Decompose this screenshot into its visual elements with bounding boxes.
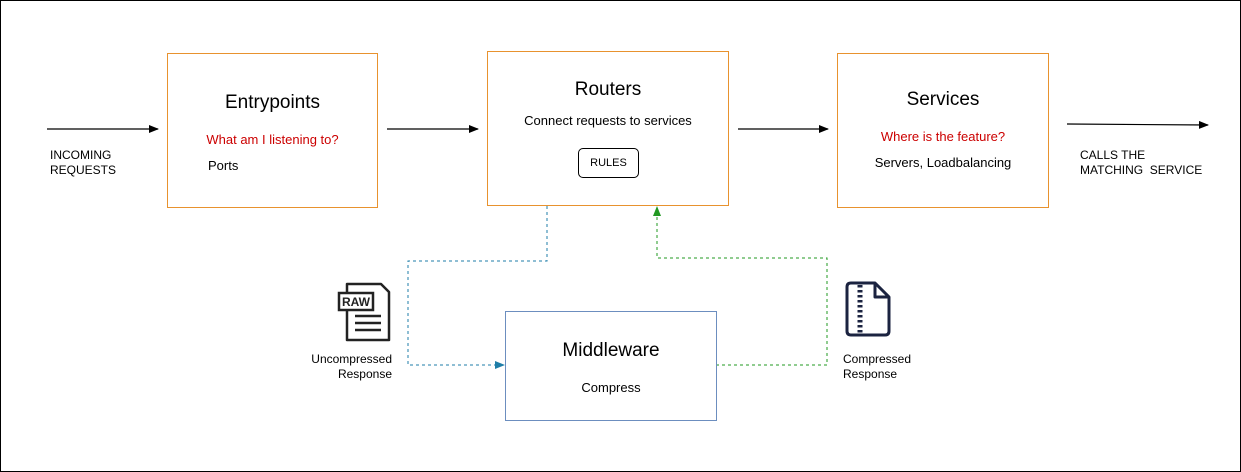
compressed-label-line2: Response — [843, 367, 898, 381]
services-detail: Servers, Loadbalancing — [874, 155, 1012, 170]
uncompressed-label-line2: Response — [337, 367, 392, 381]
routers-to-middleware-path — [407, 206, 548, 369]
calls-matching-service-label: CALLS THE MATCHING SERVICE — [1080, 148, 1202, 178]
entrypoints-box[interactable]: Entrypoints What am I listening to? Port… — [167, 53, 378, 208]
uncompressed-label-line1: Uncompressed — [311, 352, 392, 366]
incoming-label-line1: INCOMING — [50, 148, 112, 162]
uncompressed-response-label: Uncompressed Response — [304, 352, 392, 382]
entrypoints-question: What am I listening to? — [206, 132, 339, 147]
rules-box[interactable]: RULES — [578, 148, 639, 178]
incoming-label-line2: REQUESTS — [50, 163, 117, 177]
routers-detail: Connect requests to services — [524, 113, 692, 128]
incoming-requests-label: INCOMING REQUESTS — [50, 148, 116, 178]
services-title: Services — [906, 89, 980, 110]
routers-title: Routers — [574, 79, 642, 100]
outputs-label-line2: MATCHING SERVICE — [1080, 163, 1203, 177]
services-question: Where is the feature? — [880, 129, 1006, 144]
raw-document-icon: RAW — [337, 282, 391, 342]
compressed-label-line1: Compressed — [843, 352, 912, 366]
middleware-to-routers-path — [653, 206, 828, 366]
outputs-label-line1: CALLS THE — [1080, 148, 1146, 162]
outgoing-arrow — [1066, 120, 1209, 129]
entrypoints-title: Entrypoints — [224, 92, 321, 113]
compressed-response-label: Compressed Response — [843, 352, 911, 382]
middleware-title: Middleware — [562, 340, 660, 361]
routers-box[interactable]: Routers Connect requests to services RUL… — [487, 51, 729, 206]
middleware-box[interactable]: Middleware Compress — [505, 311, 717, 421]
services-box[interactable]: Services Where is the feature? Servers, … — [837, 53, 1049, 208]
zipped-file-icon — [845, 281, 891, 337]
raw-icon-text: RAW — [342, 295, 371, 309]
middleware-detail: Compress — [581, 380, 641, 395]
entrypoints-detail: Ports — [208, 158, 239, 173]
